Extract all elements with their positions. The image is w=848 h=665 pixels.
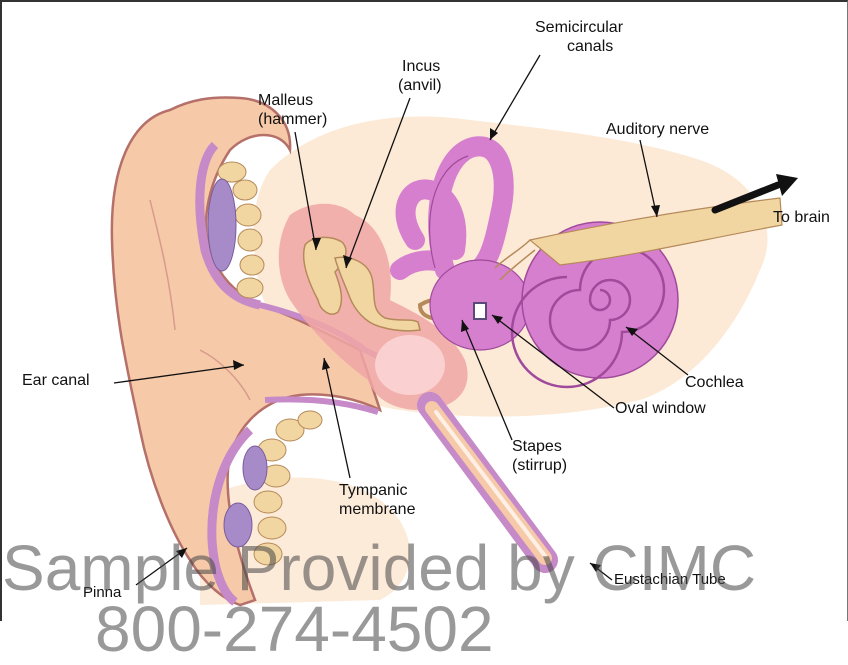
label-text: (hammer) [258, 110, 327, 129]
label-stapes: Stapes (stirrup) [512, 437, 567, 475]
oval-window-marker [474, 303, 486, 319]
label-text: (stirrup) [512, 456, 567, 475]
label-text: Malleus [258, 91, 327, 110]
label-text: Stapes [512, 437, 567, 456]
label-to-brain: To brain [773, 208, 830, 227]
label-ear-canal: Ear canal [22, 371, 90, 390]
label-incus: Incus (anvil) [398, 57, 442, 95]
label-auditory-nerve: Auditory nerve [606, 120, 709, 139]
label-text: membrane [339, 500, 415, 519]
label-text: Semicircular [535, 18, 623, 37]
label-malleus: Malleus (hammer) [258, 91, 327, 129]
label-oval-window: Oval window [615, 399, 706, 418]
label-text: canals [535, 37, 623, 56]
label-tympanic-membrane: Tympanic membrane [339, 481, 415, 519]
watermark-line-2: 800-274-4502 [95, 594, 494, 664]
label-semicircular-canals: Semicircular canals [535, 18, 623, 56]
label-text: Incus [398, 57, 442, 76]
label-text: Tympanic [339, 481, 415, 500]
label-cochlea: Cochlea [685, 373, 744, 392]
label-text: (anvil) [398, 76, 442, 95]
